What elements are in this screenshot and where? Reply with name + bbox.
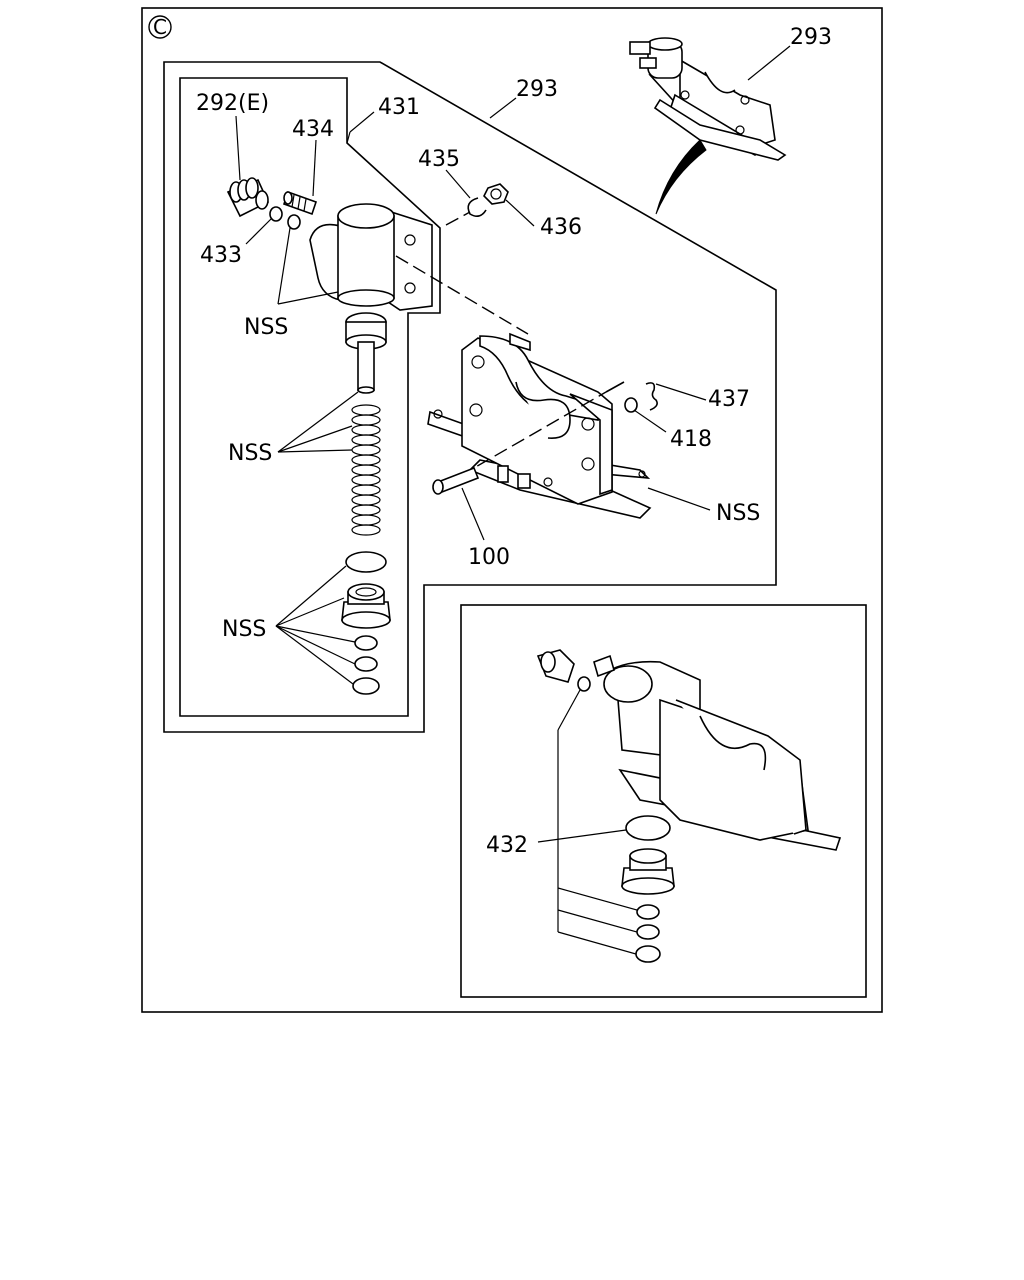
pointer-arrow bbox=[655, 139, 707, 215]
label-nss-seals: NSS bbox=[222, 617, 266, 642]
label-nss-cylinder: NSS bbox=[244, 315, 288, 340]
inset-assembly bbox=[536, 649, 842, 963]
label-293-main: 293 bbox=[516, 77, 558, 102]
part-spring bbox=[351, 404, 381, 536]
part-433-washer bbox=[269, 206, 283, 222]
pin-centerline bbox=[459, 391, 607, 477]
part-100-pin bbox=[432, 466, 480, 495]
inset-plug bbox=[621, 848, 675, 895]
part-piston bbox=[345, 312, 387, 394]
corner-mark-letter: C bbox=[153, 15, 167, 39]
outer-frame bbox=[141, 7, 883, 1013]
label-292e: 292(E) bbox=[196, 91, 269, 116]
part-292e-fitting bbox=[226, 177, 270, 218]
assembly-293-outline bbox=[163, 61, 777, 733]
label-437: 437 bbox=[708, 387, 750, 412]
label-433: 433 bbox=[200, 243, 242, 268]
part-o-ring-large bbox=[345, 551, 387, 573]
part-seal-2 bbox=[354, 656, 378, 672]
part-434-screw bbox=[282, 190, 318, 216]
label-nss-bracket: NSS bbox=[716, 501, 760, 526]
assembly-293-overview bbox=[629, 37, 787, 161]
assembly-431-outline bbox=[179, 77, 441, 717]
part-plug bbox=[341, 583, 391, 629]
part-437-cotter-pin bbox=[645, 382, 658, 411]
pin-guide bbox=[605, 381, 625, 393]
label-nss-spring: NSS bbox=[228, 441, 272, 466]
leader-lines bbox=[235, 45, 791, 955]
corner-mark: C bbox=[148, 15, 172, 39]
label-432: 432 bbox=[486, 833, 528, 858]
assembly-centerline bbox=[395, 255, 529, 335]
part-seal-1 bbox=[354, 635, 378, 651]
label-293-top: 293 bbox=[790, 25, 832, 50]
bolt-centerline bbox=[445, 211, 471, 226]
label-435: 435 bbox=[418, 147, 460, 172]
part-436-nut bbox=[483, 183, 509, 205]
part-bracket bbox=[427, 332, 652, 519]
part-418-washer bbox=[624, 397, 638, 413]
part-431-cylinder bbox=[309, 203, 433, 311]
part-seal-small bbox=[287, 214, 301, 230]
label-434: 434 bbox=[292, 117, 334, 142]
label-100: 100 bbox=[468, 545, 510, 570]
part-seal-3 bbox=[352, 677, 380, 695]
inset-frame bbox=[460, 604, 867, 998]
label-431: 431 bbox=[378, 95, 420, 120]
part-435-clip bbox=[467, 197, 487, 218]
label-418: 418 bbox=[670, 427, 712, 452]
label-436: 436 bbox=[540, 215, 582, 240]
